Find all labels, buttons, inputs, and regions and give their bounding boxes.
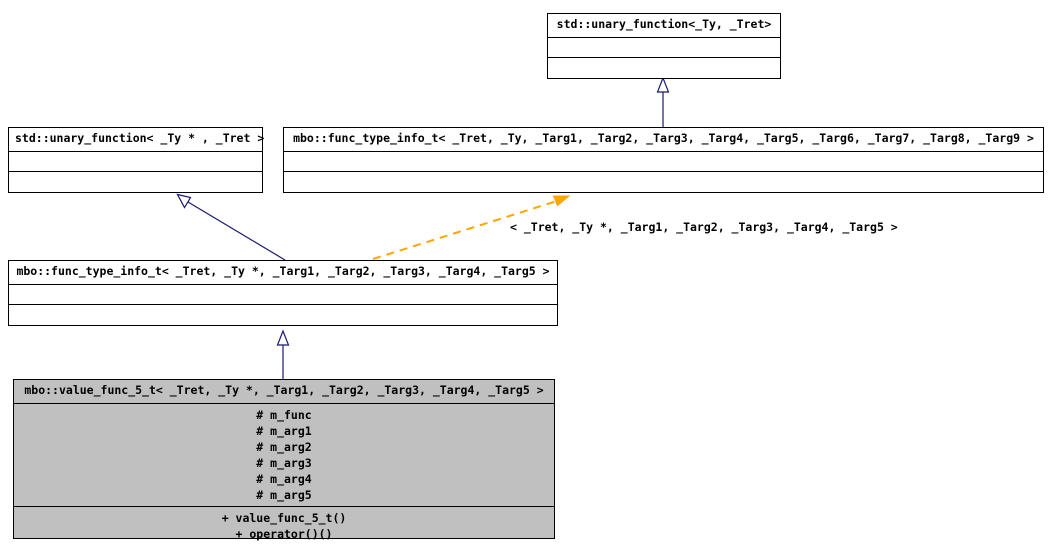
edge-inherit-value-from-info-5	[276, 329, 290, 379]
edge-inherit-5-from-std-ptr	[176, 193, 286, 261]
class-operations-compartment	[9, 305, 557, 325]
class-title: mbo::value_func_5_t< _Tret, _Ty *, _Targ…	[14, 380, 554, 404]
class-operation: + value_func_5_t()	[221, 510, 347, 525]
class-title: mbo::func_type_info_t< _Tret, _Ty *, _Ta…	[9, 261, 557, 285]
class-box-mbo-value-func-5-t[interactable]: mbo::value_func_5_t< _Tret, _Ty *, _Targ…	[13, 379, 555, 541]
class-box-std-unary-function-typtr-tret[interactable]: std::unary_function< _Ty * , _Tret >	[8, 127, 264, 193]
edge-inherit-9-from-std	[656, 76, 670, 127]
class-attribute: # m_arg4	[256, 471, 312, 486]
class-attribute: # m_arg5	[256, 487, 312, 502]
class-operations-compartment	[284, 172, 1043, 192]
class-attributes-compartment	[284, 152, 1043, 172]
class-attributes-compartment	[9, 152, 262, 172]
class-operations-compartment	[548, 58, 780, 78]
class-attributes-compartment	[548, 38, 780, 58]
class-title: mbo::func_type_info_t< _Tret, _Ty, _Targ…	[284, 128, 1043, 152]
class-attribute: # m_arg3	[256, 455, 312, 470]
class-attribute: # m_func	[256, 407, 312, 422]
class-box-mbo-func-type-info-t-5[interactable]: mbo::func_type_info_t< _Tret, _Ty *, _Ta…	[8, 260, 558, 326]
class-title: std::unary_function<_Ty, _Tret>	[548, 14, 780, 38]
class-box-mbo-func-type-info-t-9[interactable]: mbo::func_type_info_t< _Tret, _Ty, _Targ…	[283, 127, 1044, 193]
class-operation: + operator()()	[235, 526, 333, 541]
class-attributes-compartment	[9, 285, 557, 305]
class-title: std::unary_function< _Ty * , _Tret >	[9, 128, 264, 152]
class-attributes-compartment: # m_func # m_arg1 # m_arg2 # m_arg3 # m_…	[14, 404, 554, 507]
class-operations-compartment: + value_func_5_t() + operator()()	[14, 507, 554, 545]
class-box-std-unary-function-ty-tret[interactable]: std::unary_function<_Ty, _Tret>	[547, 13, 781, 79]
class-attribute: # m_arg2	[256, 439, 312, 454]
class-operations-compartment	[9, 172, 262, 192]
edge-label-template-binding: < _Tret, _Ty *, _Targ1, _Targ2, _Targ3, …	[510, 220, 898, 234]
class-attribute: # m_arg1	[256, 423, 312, 438]
